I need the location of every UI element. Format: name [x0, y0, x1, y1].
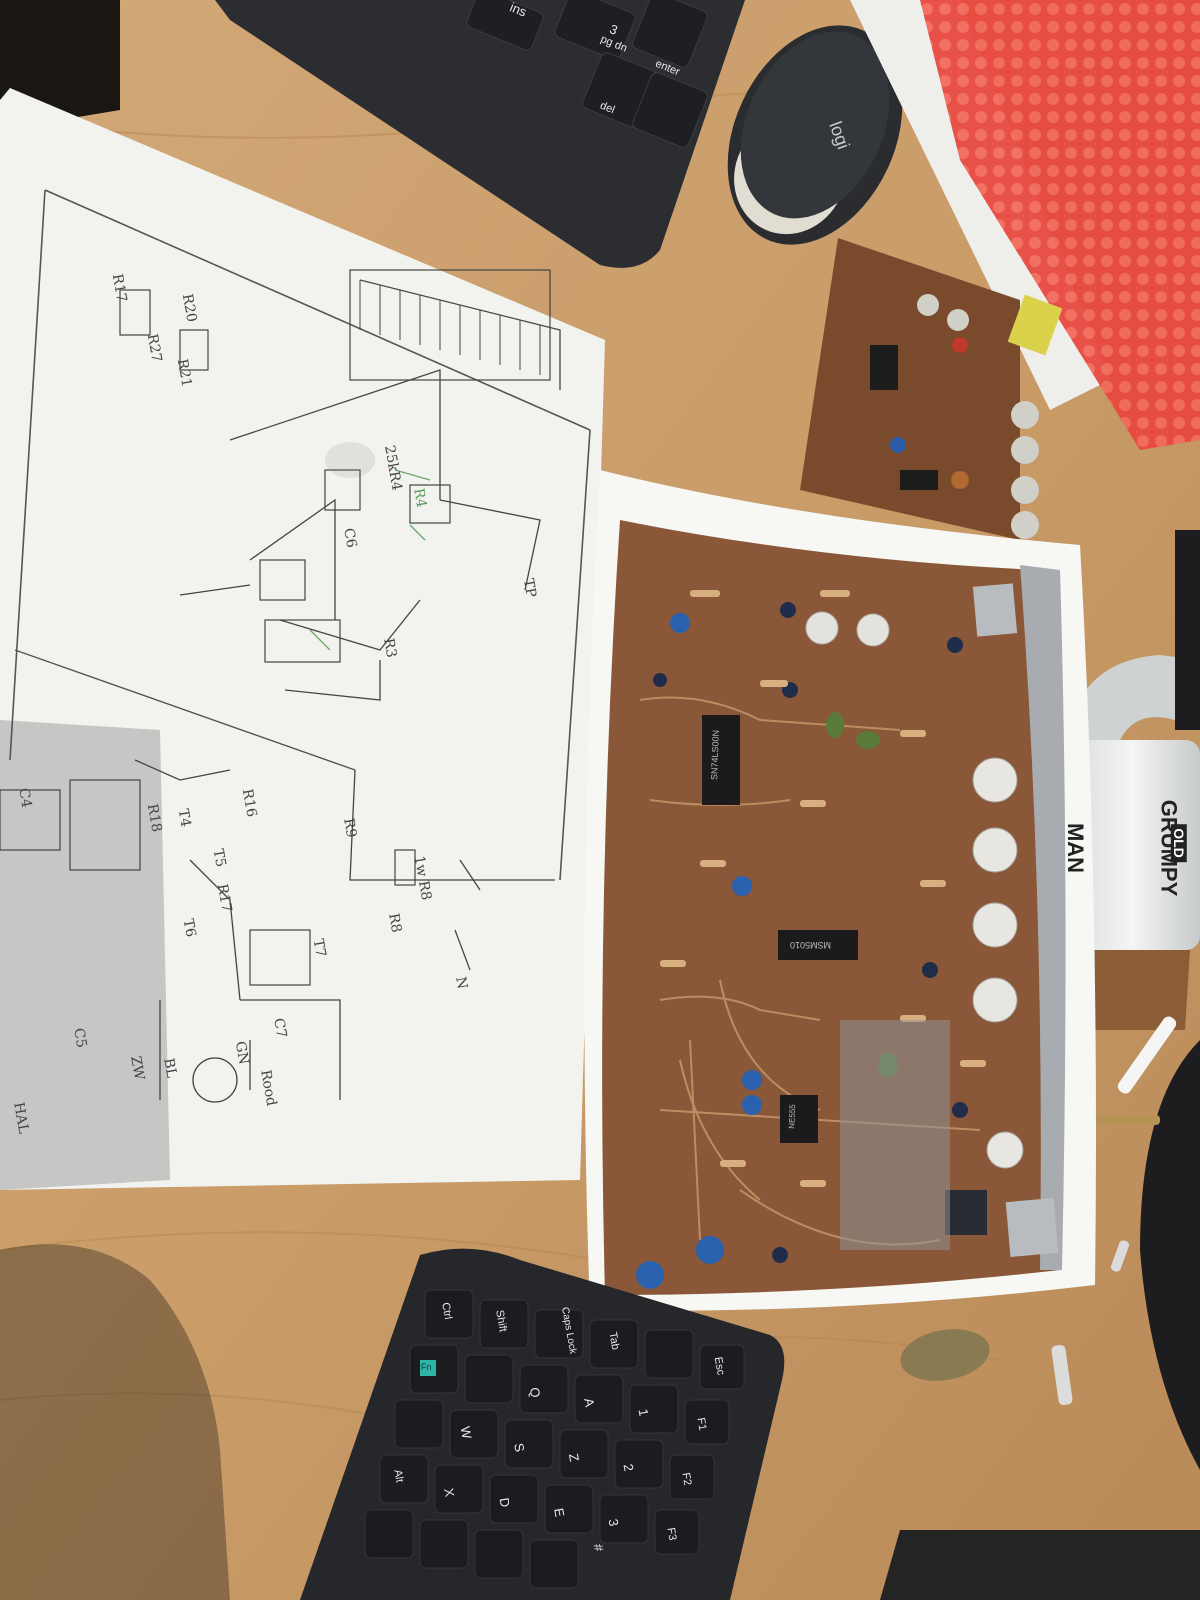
dark-object: [880, 1530, 1200, 1600]
camera-shadow: [0, 1244, 230, 1600]
mug: [1065, 655, 1200, 950]
pencil: [1080, 1115, 1160, 1125]
monitor-stand: [1140, 530, 1200, 1470]
keyboard-top: [215, 0, 745, 268]
pcb-ic-1: [702, 715, 740, 805]
schematic-paper: [0, 88, 605, 1190]
fuse-small: [1110, 1240, 1130, 1272]
key: [900, 1329, 990, 1381]
pen: [1117, 1016, 1177, 1094]
fn-key-led: [420, 1360, 436, 1376]
mouse: [727, 25, 903, 245]
pcb-real: [800, 238, 1063, 540]
pcb-photo: [584, 470, 1096, 1311]
keyboard-bottom: [300, 1248, 785, 1600]
bubble-wrap: [920, 0, 1200, 450]
pcb-ic-2: [778, 930, 858, 960]
pcb-ic-3: [780, 1095, 818, 1143]
fuse: [1051, 1344, 1073, 1406]
